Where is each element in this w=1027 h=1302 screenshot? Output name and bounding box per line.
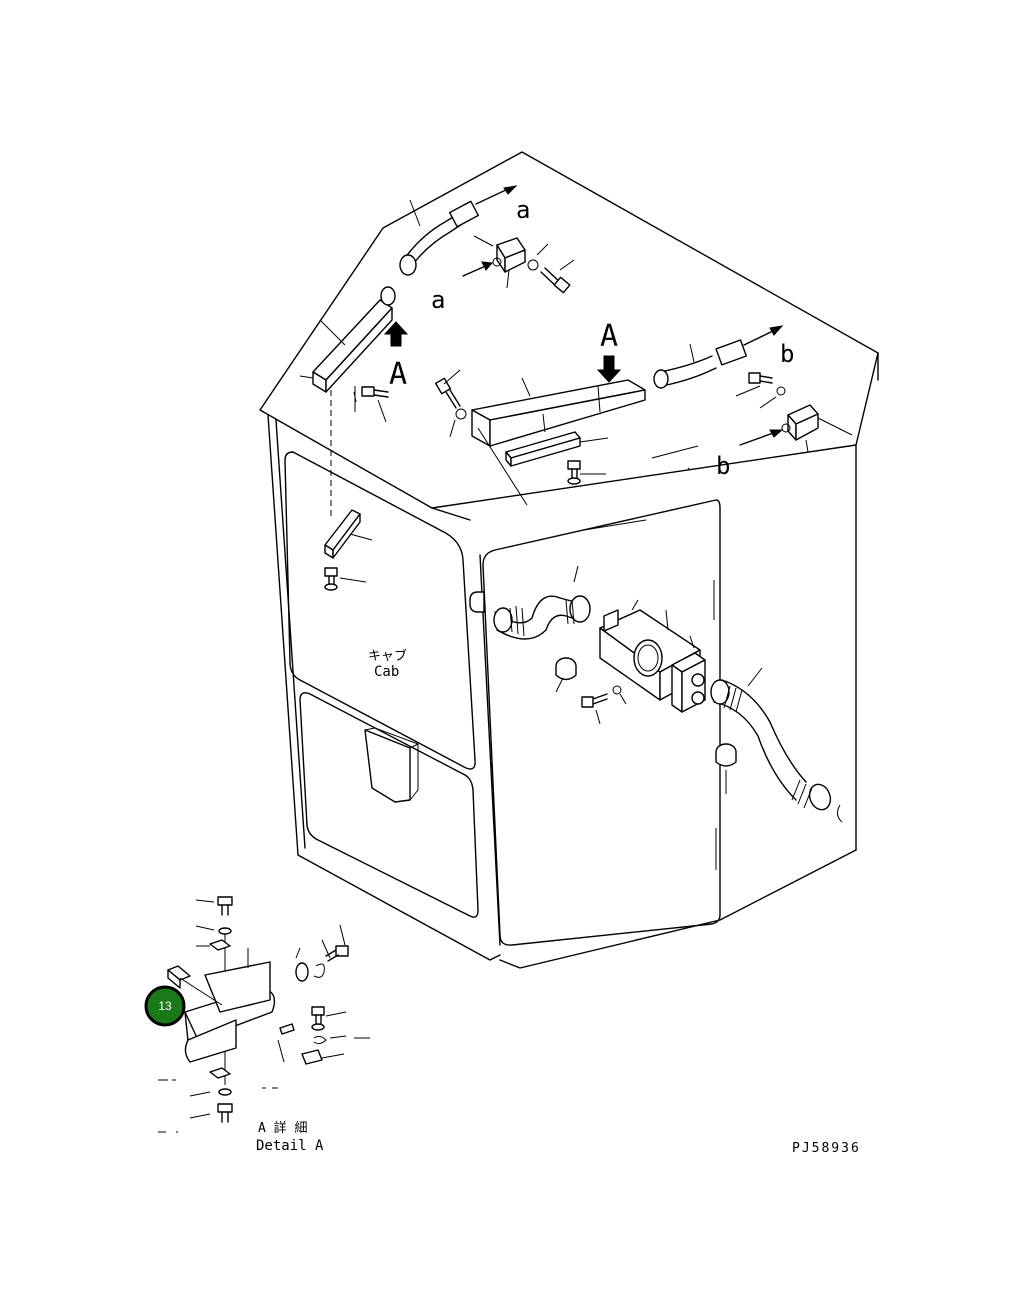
drawing-number: PJ58936 <box>792 1141 861 1156</box>
callout-number: 13 <box>158 999 172 1013</box>
label-A-left: A <box>389 357 407 392</box>
label-b-top: b <box>780 340 794 368</box>
roof-duct-center <box>434 325 853 620</box>
arrow-down-icon <box>596 355 622 383</box>
interior-ducts <box>469 565 843 870</box>
callout-13[interactable]: 13 <box>144 985 186 1027</box>
cab-outline <box>259 151 879 969</box>
label-detail-en: Detail A <box>256 1138 324 1154</box>
label-cab-jp: キャブ <box>368 648 407 664</box>
label-detail-jp: A 詳 細 <box>258 1120 307 1136</box>
arrow-up-icon <box>383 321 409 347</box>
window-channel-left <box>324 509 373 591</box>
roof-duct-left <box>299 185 575 423</box>
label-a-mid: a <box>431 286 445 314</box>
detail-a <box>158 896 370 1133</box>
label-b-mid: b <box>716 452 730 480</box>
label-a-top: a <box>516 196 530 224</box>
label-A-right: A <box>600 319 618 354</box>
label-cab-en: Cab <box>374 664 399 680</box>
callout-marker[interactable] <box>144 985 186 1027</box>
